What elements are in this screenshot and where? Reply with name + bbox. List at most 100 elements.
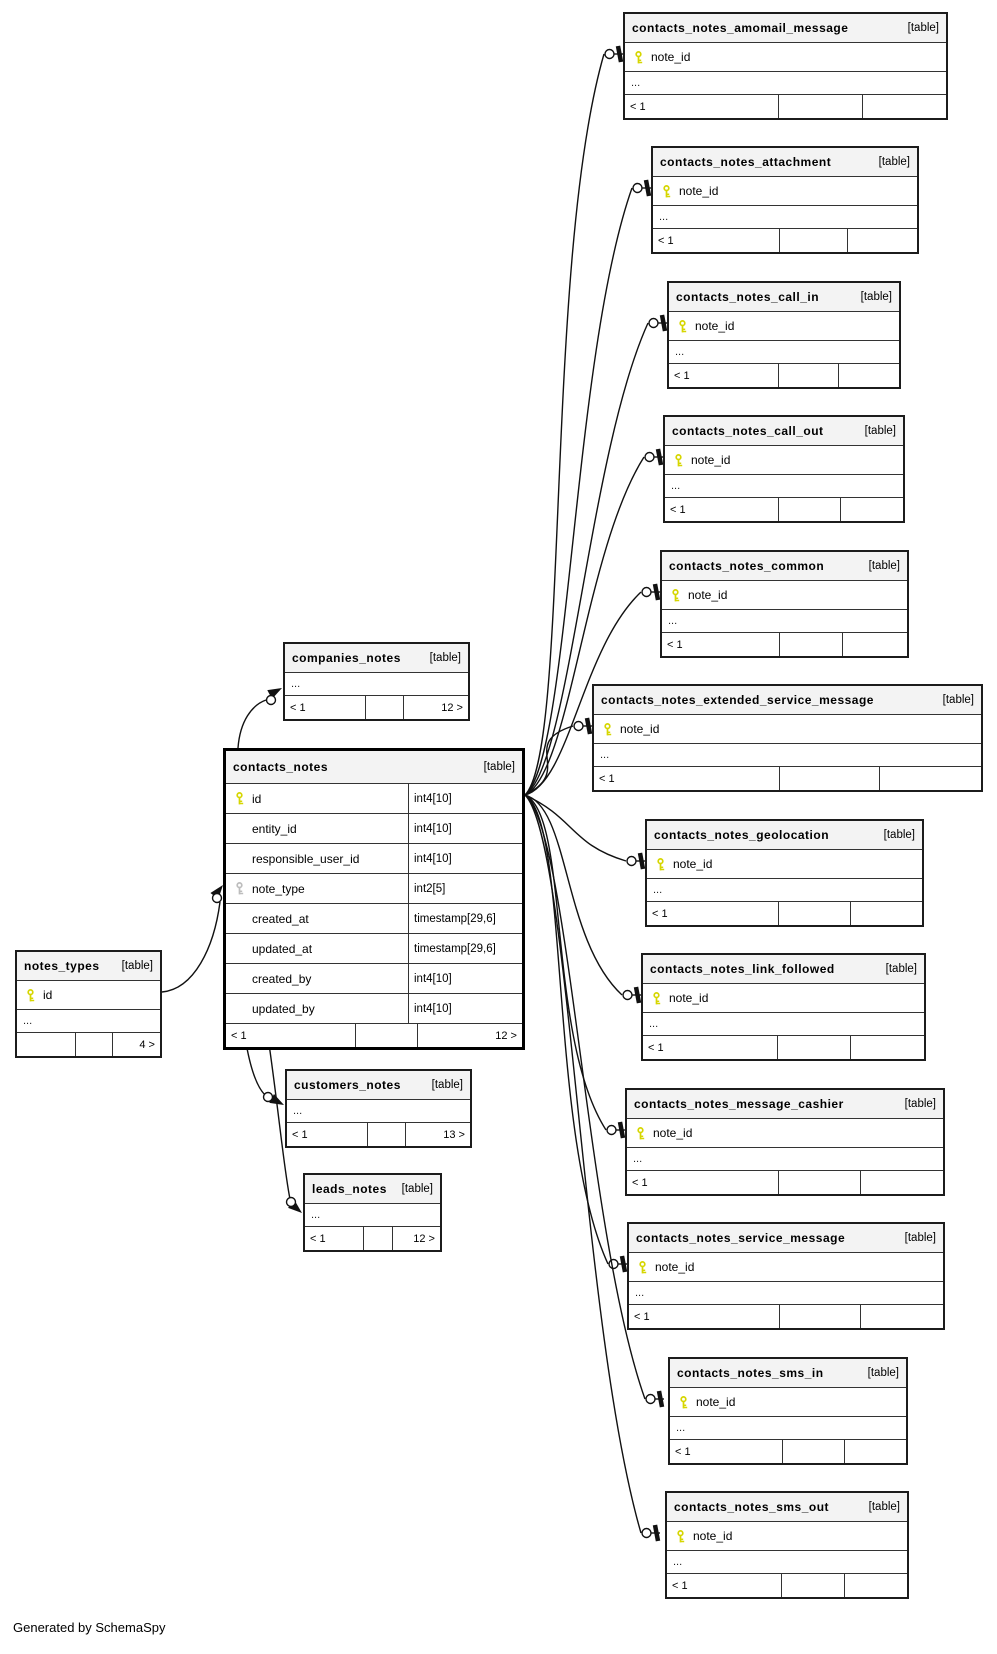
pagination-left: < 1 bbox=[643, 1036, 778, 1059]
table-header: contacts_notes_service_message[table] bbox=[629, 1224, 943, 1253]
zero-circle-icon bbox=[606, 1124, 617, 1136]
table-notes_types[interactable]: notes_types[table]id...4 > bbox=[15, 950, 162, 1058]
pagination-mid bbox=[779, 902, 851, 925]
table-contacts_notes_call_out[interactable]: contacts_notes_call_out[table]note_id...… bbox=[663, 415, 905, 523]
zero-circle-icon bbox=[608, 1258, 619, 1270]
table-contacts_notes_link_followed[interactable]: contacts_notes_link_followed[table]note_… bbox=[641, 953, 926, 1061]
table-contacts_notes_call_in[interactable]: contacts_notes_call_in[table]note_id...<… bbox=[667, 281, 901, 389]
table-contacts_notes_sms_in[interactable]: contacts_notes_sms_in[table]note_id...< … bbox=[668, 1357, 908, 1465]
table-tag: [table] bbox=[878, 156, 910, 168]
table-header: contacts_notes_call_in [table] bbox=[669, 283, 899, 312]
table-tag: [table] bbox=[885, 963, 917, 975]
table-tag: [table] bbox=[121, 960, 153, 972]
column-type: int4[10] bbox=[408, 784, 522, 813]
pagination-left: < 1 bbox=[629, 1305, 780, 1328]
pagination-left: < 1 bbox=[669, 364, 780, 387]
table-header: contacts_notes_sms_in[table] bbox=[670, 1359, 906, 1388]
table-contacts_notes_service_message[interactable]: contacts_notes_service_message[table]not… bbox=[627, 1222, 945, 1330]
foreign-key-icon bbox=[226, 882, 252, 895]
column-name: note_id bbox=[679, 184, 719, 198]
pagination-mid bbox=[780, 1305, 862, 1328]
pagination-right bbox=[841, 498, 903, 521]
relation-contacts_notes_message_cashier bbox=[524, 794, 607, 1131]
pagination-row: < 1 bbox=[643, 1036, 924, 1059]
column-type: timestamp[29,6] bbox=[408, 904, 522, 933]
pagination-mid bbox=[76, 1033, 113, 1056]
table-contacts_notes_sms_out[interactable]: contacts_notes_sms_out[table]note_id...<… bbox=[665, 1491, 909, 1599]
primary-key-icon bbox=[643, 991, 669, 1005]
zero-circle-icon bbox=[645, 1393, 656, 1405]
table-name: contacts_notes_service_message bbox=[636, 1231, 846, 1245]
ellipsis-row: ... bbox=[285, 673, 468, 696]
pagination-right bbox=[843, 633, 907, 656]
table-header: contacts_notes_link_followed[table] bbox=[643, 955, 924, 984]
table-header: contacts_notes_attachment [table] bbox=[653, 148, 917, 177]
pagination-mid bbox=[780, 767, 881, 790]
table-tag: [table] bbox=[429, 652, 461, 664]
schemaspy-credit: Generated by SchemaSpy bbox=[13, 1620, 166, 1635]
pagination-left: < 1 bbox=[285, 696, 366, 719]
column-row-note_id: note_id bbox=[670, 1388, 906, 1417]
table-contacts_notes_amomail_message[interactable]: contacts_notes_amomail_message[table]not… bbox=[623, 12, 948, 120]
table-contacts_notes_message_cashier[interactable]: contacts_notes_message_cashier[table]not… bbox=[625, 1088, 945, 1196]
primary-key-icon bbox=[629, 1260, 655, 1274]
zero-circle-icon bbox=[622, 989, 633, 1001]
column-name: entity_id bbox=[252, 821, 297, 836]
pagination-left: < 1 bbox=[287, 1123, 368, 1146]
column-name: note_id bbox=[620, 722, 660, 736]
table-tag: [table] bbox=[860, 291, 892, 303]
table-name: contacts_notes_geolocation bbox=[654, 828, 830, 842]
column-row-note_id: note_id bbox=[647, 850, 922, 879]
pagination-left: < 1 bbox=[625, 95, 780, 118]
table-tag: [table] bbox=[867, 1367, 899, 1379]
table-contacts_notes_common[interactable]: contacts_notes_common[table]note_id...< … bbox=[660, 550, 909, 658]
table-tag: [table] bbox=[483, 761, 515, 773]
column-row-note_id: note_id bbox=[594, 715, 981, 744]
column-type: int4[10] bbox=[408, 964, 522, 993]
relation-contacts_notes_extended_service_message bbox=[524, 725, 574, 796]
pagination-mid bbox=[368, 1123, 406, 1146]
table-name: contacts_notes_attachment bbox=[660, 155, 832, 169]
table-contacts_notes_geolocation[interactable]: contacts_notes_geolocation[table]note_id… bbox=[645, 819, 924, 927]
table-name: leads_notes bbox=[312, 1182, 387, 1196]
ellipsis-row: ... bbox=[287, 1100, 470, 1123]
table-contacts_notes_extended_service_message[interactable]: contacts_notes_extended_service_message[… bbox=[592, 684, 983, 792]
tick-icon bbox=[617, 1121, 626, 1139]
pagination-mid bbox=[778, 1036, 851, 1059]
column-type: int4[10] bbox=[408, 844, 522, 873]
relation-contacts_notes_attachment bbox=[524, 187, 633, 796]
column-name: id bbox=[43, 988, 53, 1002]
pagination-mid bbox=[780, 633, 844, 656]
table-header: contacts_notes_geolocation[table] bbox=[647, 821, 922, 850]
tick-icon bbox=[652, 583, 661, 601]
table-tag: [table] bbox=[401, 1183, 433, 1195]
table-name: customers_notes bbox=[294, 1078, 401, 1092]
table-header: contacts_notes_call_out[table] bbox=[665, 417, 903, 446]
pagination-row: < 1 bbox=[629, 1305, 943, 1328]
column-name: updated_at bbox=[252, 941, 313, 956]
pagination-right bbox=[861, 1171, 943, 1194]
pagination-left: < 1 bbox=[627, 1171, 779, 1194]
pagination-left: < 1 bbox=[305, 1227, 365, 1250]
zero-circle-icon bbox=[644, 451, 655, 463]
table-header: companies_notes[table] bbox=[285, 644, 468, 673]
column-row-note_id: note_id bbox=[653, 177, 917, 206]
pagination-right: 13 > bbox=[443, 1128, 465, 1141]
column-row-entity_id: entity_id int4[10] bbox=[226, 814, 522, 844]
pagination-right bbox=[851, 902, 923, 925]
table-contacts_notes_attachment[interactable]: contacts_notes_attachment[table]note_id.… bbox=[651, 146, 919, 254]
tick-icon bbox=[637, 852, 646, 870]
table-header: contacts_notes_amomail_message[table] bbox=[625, 14, 946, 43]
table-name: contacts_notes_call_in bbox=[676, 290, 820, 304]
relation-contacts_notes_service_message bbox=[524, 794, 609, 1265]
pagination-row: < 1 bbox=[669, 364, 899, 387]
pagination-left: < 1 bbox=[665, 498, 780, 521]
column-type: int4[10] bbox=[408, 814, 522, 843]
